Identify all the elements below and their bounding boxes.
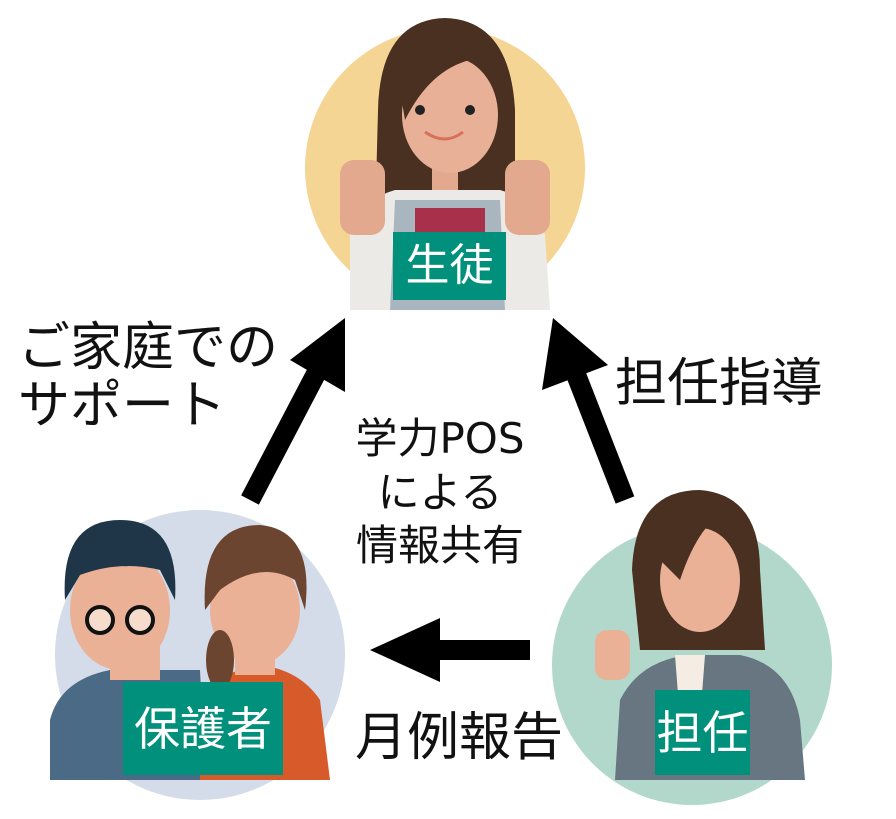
arrow-parents-to-student [241,318,345,505]
home-support-line2: サポート [18,376,227,436]
arrow-teacher-to-student [542,318,635,504]
teacher-label: 担任 [655,690,750,775]
arrow-teacher-to-parents [370,618,530,682]
center-line2: による [377,468,503,517]
home-support-line1: ご家庭での [18,318,279,378]
center-line1: 学力POS [355,414,525,463]
monthly-report-label: 月例報告 [355,708,564,768]
student-label: 生徒 [393,232,506,300]
teacher-guidance-label: 担任指導 [615,354,824,414]
center-line3: 情報共有 [355,521,524,570]
parents-label: 保護者 [123,682,283,775]
